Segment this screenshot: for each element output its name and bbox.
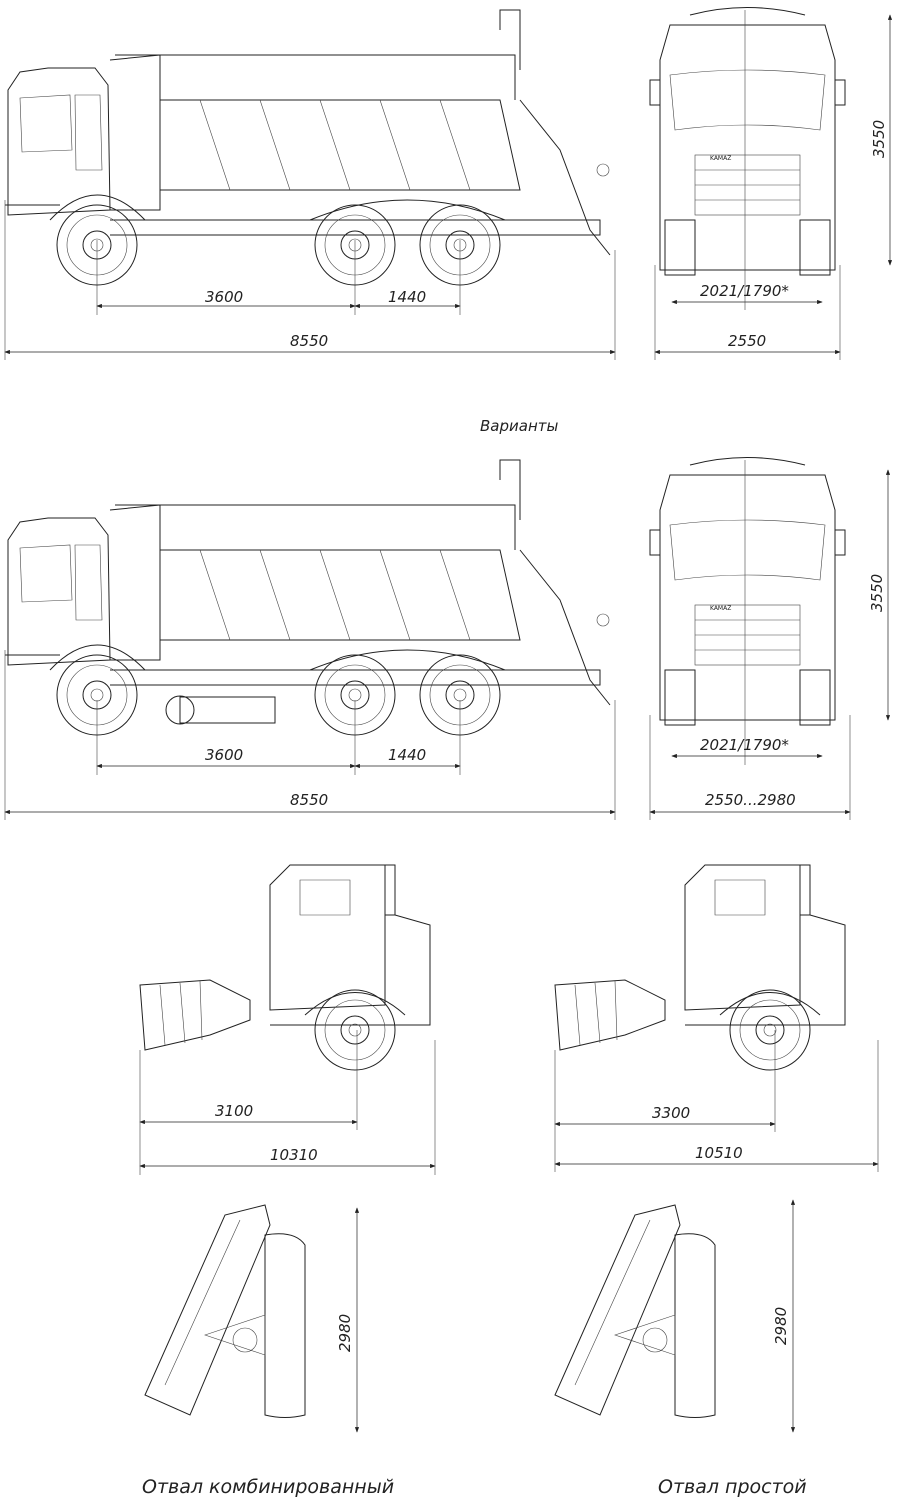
kamaz-logo: KAMAZ xyxy=(710,605,731,612)
brush-roller xyxy=(165,695,276,725)
dim-simple-height: 2980 xyxy=(772,1307,790,1345)
dim-wheelbase-rear: 1440 xyxy=(388,288,426,306)
dim-wheelbase-rear: 1440 xyxy=(388,746,426,764)
dim-height: 3550 xyxy=(868,574,886,612)
dim-track: 2021/1790* xyxy=(700,282,789,300)
dim-track: 2021/1790* xyxy=(700,736,789,754)
caption-simple-plow: Отвал простой xyxy=(658,1476,807,1498)
dim-combined-front: 3100 xyxy=(215,1102,253,1120)
kamaz-logo: KAMAZ xyxy=(710,155,731,162)
dim-simple-total: 10510 xyxy=(695,1144,743,1162)
dimension-lines-top xyxy=(4,10,893,360)
dim-overall-length: 8550 xyxy=(290,791,328,809)
caption-combined-plow: Отвал комбинированный xyxy=(142,1476,394,1498)
truck-side-view-top xyxy=(5,10,610,285)
dim-wheelbase-front: 3600 xyxy=(205,288,243,306)
combined-plow-view xyxy=(144,1204,306,1418)
simple-plow-view xyxy=(554,1204,716,1418)
dim-simple-front: 3300 xyxy=(652,1104,690,1122)
truck-side-view-middle xyxy=(5,460,610,735)
dim-combined-total: 10310 xyxy=(270,1146,318,1164)
dimension-lines-plows xyxy=(139,1030,879,1175)
dim-wheelbase-front: 3600 xyxy=(205,746,243,764)
truck-front-view-top xyxy=(649,7,846,276)
dimension-lines-middle xyxy=(4,460,891,820)
tractor-simple-plow xyxy=(555,865,845,1070)
dim-overall-length: 8550 xyxy=(290,332,328,350)
dim-height: 3550 xyxy=(870,120,888,158)
dim-width: 2550...2980 xyxy=(705,791,796,809)
plow-height-dims xyxy=(354,1199,796,1433)
dim-width: 2550 xyxy=(728,332,766,350)
dim-combined-height: 2980 xyxy=(336,1314,354,1352)
variants-title: Варианты xyxy=(480,417,558,435)
tractor-combined-plow xyxy=(140,865,430,1070)
truck-front-view-middle xyxy=(649,457,846,726)
